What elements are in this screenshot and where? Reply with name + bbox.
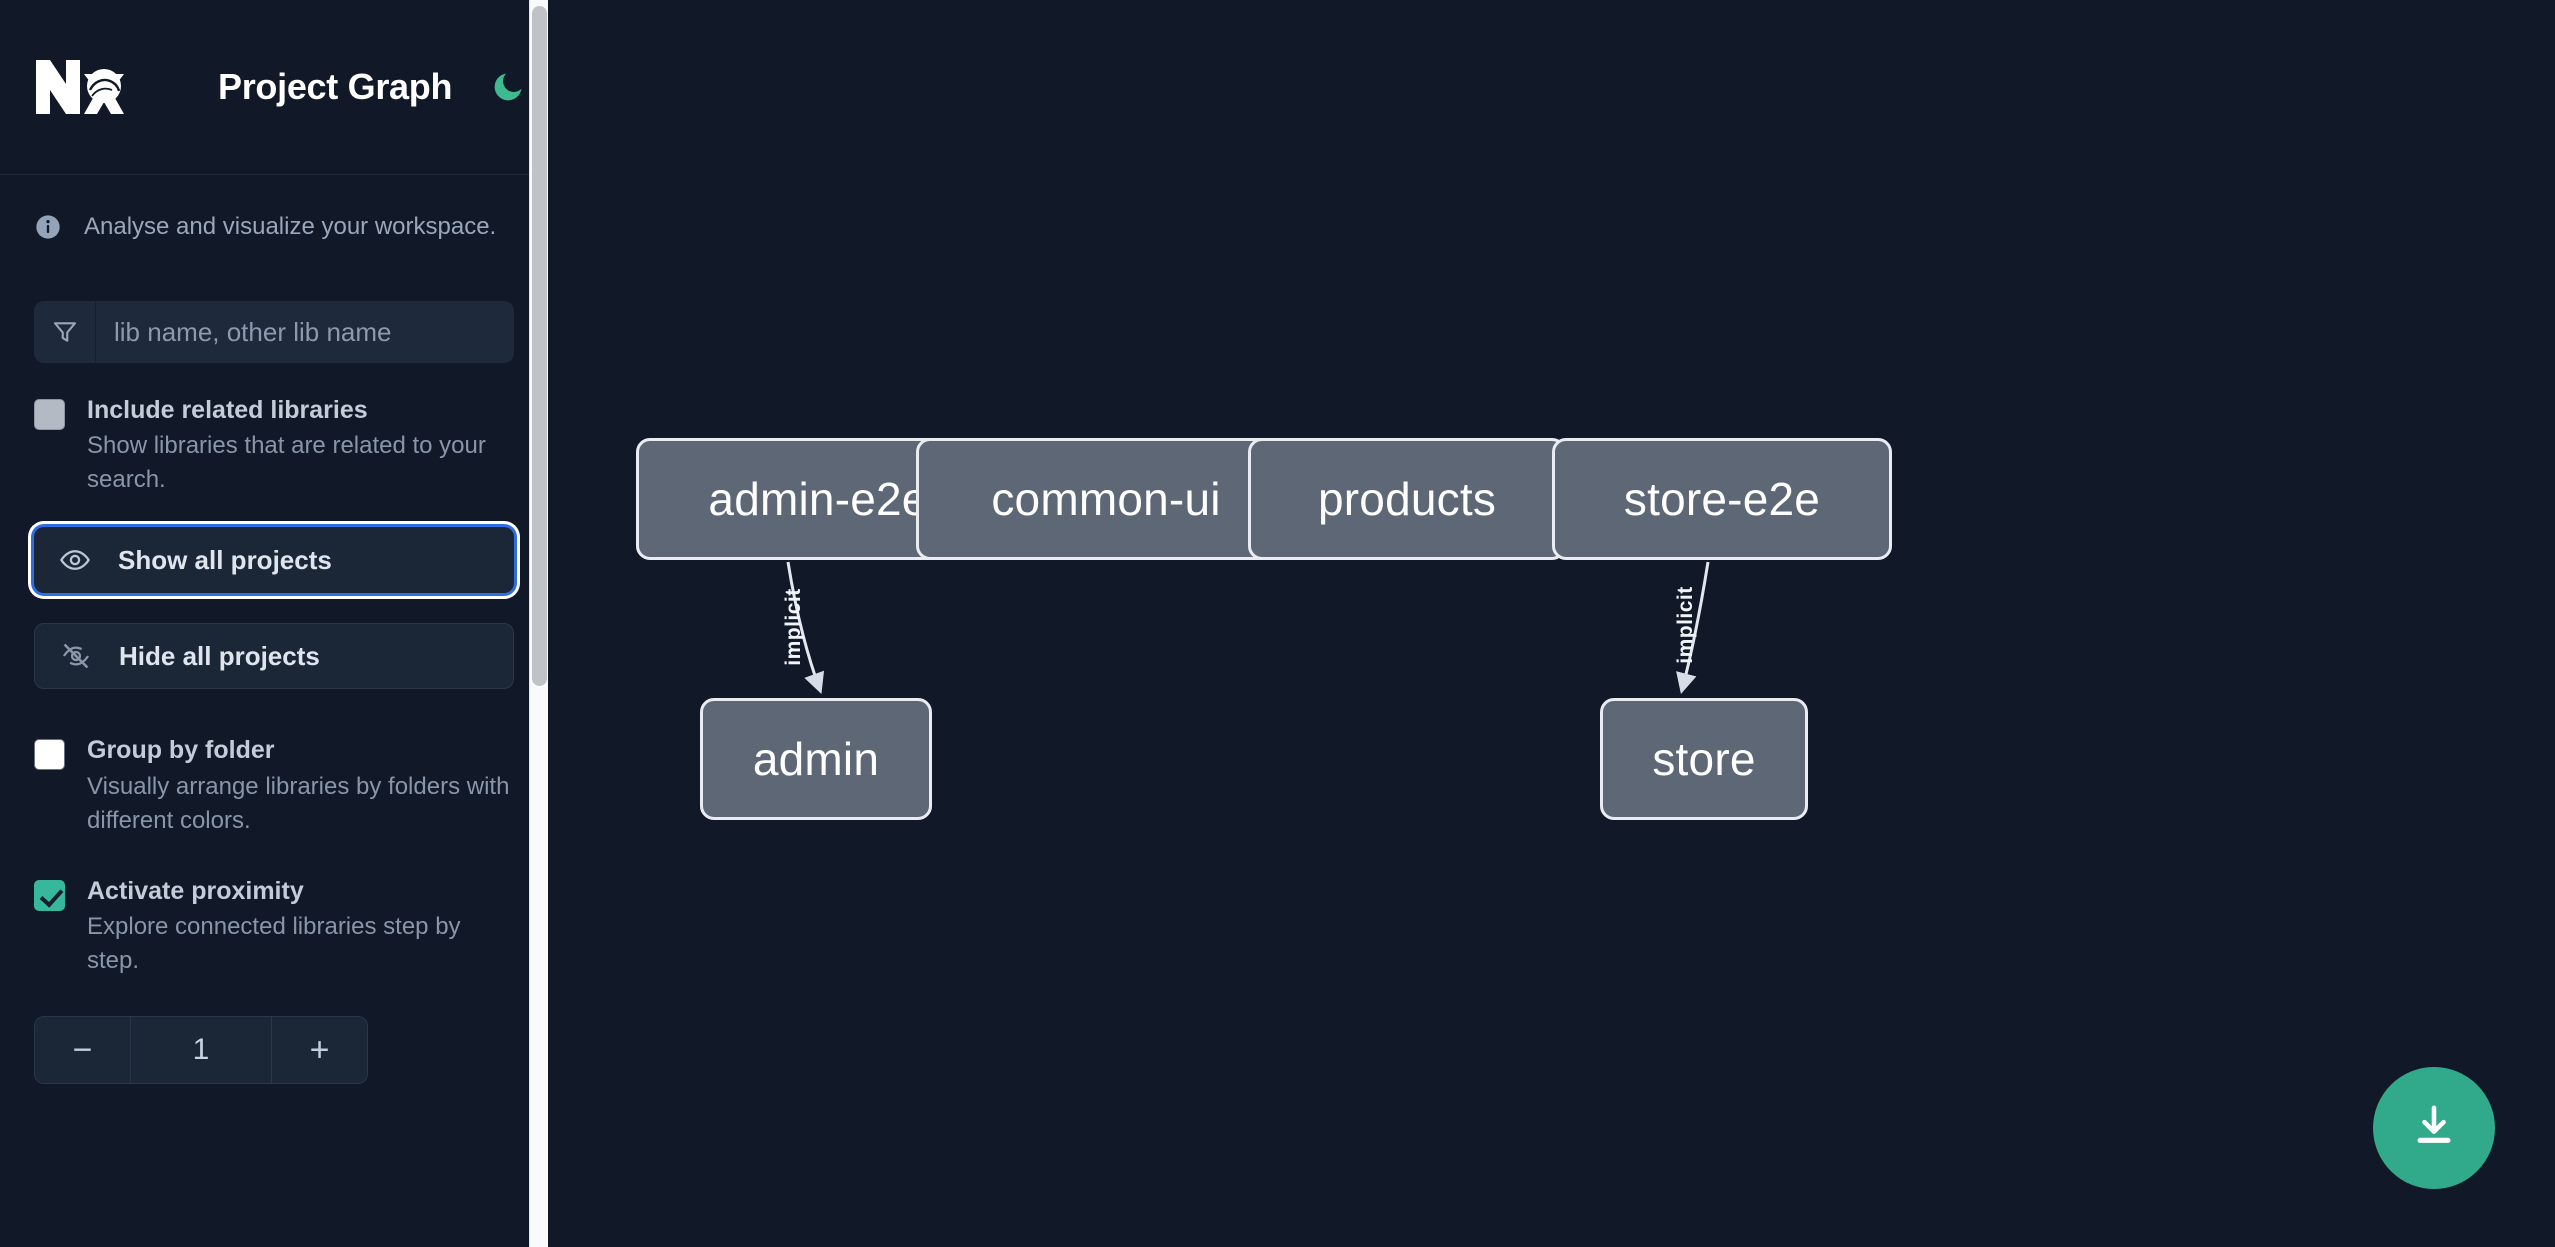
hide-all-projects-button[interactable]: Hide all projects bbox=[34, 623, 514, 690]
option-include-related-libraries[interactable]: Include related libraries Show libraries… bbox=[34, 395, 514, 497]
group-by-folder-checkbox[interactable] bbox=[34, 739, 65, 771]
option-activate-proximity[interactable]: Activate proximity Explore connected lib… bbox=[34, 876, 514, 978]
eye-off-icon bbox=[59, 639, 93, 673]
filter-field[interactable] bbox=[34, 301, 514, 363]
activate-proximity-label: Activate proximity bbox=[87, 876, 304, 905]
sidebar-header: Project Graph bbox=[0, 0, 548, 175]
show-all-projects-button[interactable]: Show all projects bbox=[34, 527, 514, 594]
graph-node-admin[interactable]: admin bbox=[700, 698, 932, 820]
proximity-stepper: − 1 + bbox=[34, 1016, 368, 1085]
include-related-libraries-description: Show libraries that are related to your … bbox=[87, 432, 486, 494]
graph-edges bbox=[786, 561, 1710, 695]
sidebar-scrollbar[interactable] bbox=[529, 0, 548, 1247]
proximity-increment-button[interactable]: + bbox=[271, 1017, 367, 1084]
graph-node-products[interactable]: products bbox=[1248, 438, 1566, 560]
group-by-folder-description: Visually arrange libraries by folders wi… bbox=[87, 772, 510, 834]
sidebar: Project Graph Analyse and visualize your… bbox=[0, 0, 548, 1247]
info-circle-icon bbox=[34, 213, 62, 241]
search-input[interactable] bbox=[96, 301, 514, 363]
graph-node-common-ui[interactable]: common-ui bbox=[916, 438, 1296, 560]
funnel-icon bbox=[34, 301, 96, 363]
proximity-decrement-button[interactable]: − bbox=[35, 1017, 131, 1084]
include-related-libraries-label: Include related libraries bbox=[87, 396, 368, 424]
edge-label-store-e2e-store: implicit bbox=[1673, 586, 1697, 664]
graph-node-store-e2e[interactable]: store-e2e bbox=[1552, 438, 1892, 560]
activate-proximity-checkbox[interactable] bbox=[34, 879, 65, 911]
nx-logo bbox=[34, 56, 130, 118]
eye-icon bbox=[58, 543, 92, 577]
moon-icon[interactable] bbox=[490, 67, 526, 107]
include-related-libraries-checkbox[interactable] bbox=[34, 399, 65, 430]
show-all-projects-label: Show all projects bbox=[118, 544, 332, 575]
activate-proximity-description: Explore connected libraries step by step… bbox=[87, 913, 461, 975]
download-icon bbox=[2408, 1100, 2460, 1157]
proximity-value: 1 bbox=[131, 1017, 271, 1084]
hide-all-projects-label: Hide all projects bbox=[119, 640, 320, 671]
page-title: Project Graph bbox=[218, 66, 453, 107]
option-group-by-folder[interactable]: Group by folder Visually arrange librari… bbox=[34, 735, 514, 837]
edge-label-admin-e2e-admin: implicit bbox=[781, 588, 805, 666]
workspace-info: Analyse and visualize your workspace. bbox=[34, 175, 514, 279]
graph-node-store[interactable]: store bbox=[1600, 698, 1808, 820]
sidebar-body: Analyse and visualize your workspace. In… bbox=[0, 175, 548, 1085]
graph-canvas[interactable]: implicit implicit admin-e2e common-ui pr… bbox=[548, 0, 2555, 1247]
workspace-info-text: Analyse and visualize your workspace. bbox=[84, 213, 497, 240]
group-by-folder-label: Group by folder bbox=[87, 736, 275, 765]
sidebar-scrollbar-thumb[interactable] bbox=[532, 6, 547, 686]
download-graph-button[interactable] bbox=[2373, 1067, 2495, 1189]
